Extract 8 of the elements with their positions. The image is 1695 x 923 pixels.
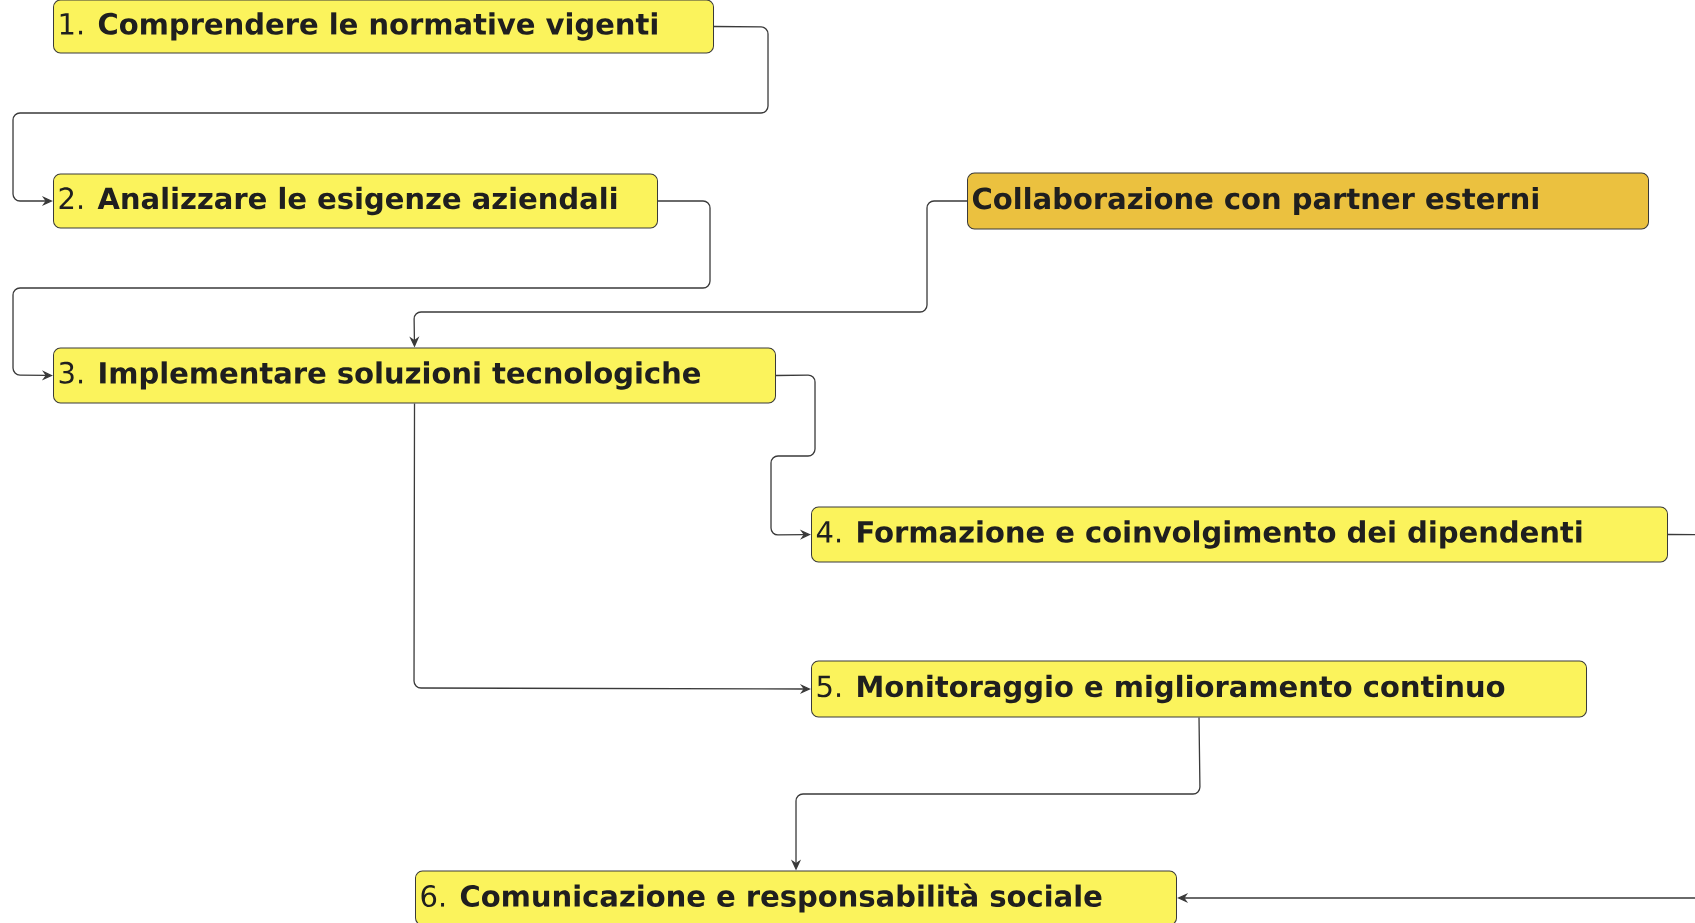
process-box: 1. Comprendere le normative vigenti <box>53 0 714 54</box>
process-box: 5. Monitoraggio e miglioramento continuo <box>811 660 1587 718</box>
process-box: 3. Implementare soluzioni tecnologiche <box>53 347 776 404</box>
process-box: 2. Analizzare le esigenze aziendali <box>53 173 658 229</box>
process-box: Collaborazione con partner esterni <box>967 172 1649 230</box>
process-box: 4. Formazione e coinvolgimento dei dipendenti <box>811 506 1668 563</box>
arrow <box>1177 533 1695 904</box>
process-box: 6. Comunicazione e responsabilità sociale <box>415 870 1177 923</box>
